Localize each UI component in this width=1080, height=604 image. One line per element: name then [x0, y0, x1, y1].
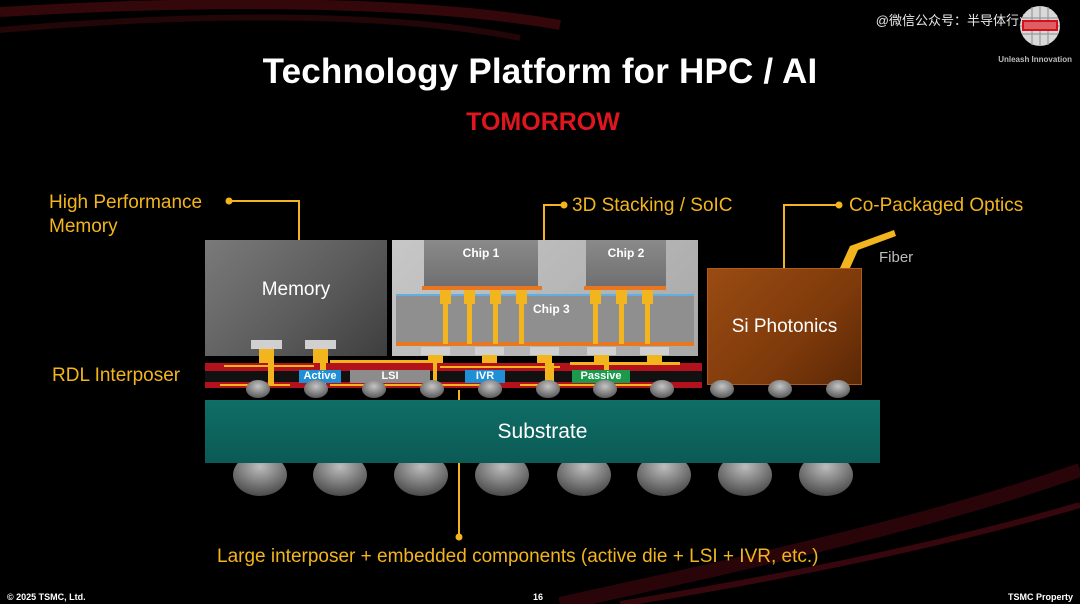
chip-2-label: Chip 2	[607, 246, 645, 260]
logo-tagline: Unleash Innovation	[998, 55, 1072, 64]
embedded-active: Active	[299, 370, 341, 383]
callout-hbm-line2: Memory	[49, 216, 118, 237]
slide-title: Technology Platform for HPC / AI	[262, 52, 818, 91]
substrate-label: Substrate	[497, 419, 588, 443]
memory-block: Memory	[205, 240, 387, 356]
callout-hbm-line1: High Performance	[49, 192, 203, 213]
footer-copyright: © 2025 TSMC, Ltd.	[7, 592, 86, 602]
si-photonics-block: Si Photonics	[707, 268, 862, 385]
substrate-block: Substrate	[205, 400, 880, 463]
callout-rdl-interposer: RDL Interposer	[52, 365, 181, 386]
chip-1-label: Chip 1	[462, 246, 500, 260]
footer-property: TSMC Property	[1007, 592, 1073, 602]
chip-2: Chip 2	[586, 240, 666, 286]
embedded-passive: Passive	[572, 370, 630, 383]
soic-internals	[396, 286, 694, 346]
fiber-label: Fiber	[879, 249, 914, 266]
fiber-icon	[840, 230, 896, 268]
callout-co-packaged-optics: Co-Packaged Optics	[849, 195, 1024, 216]
si-photonics-label: Si Photonics	[731, 315, 838, 337]
footer-page-number: 16	[533, 592, 544, 602]
tsmc-logo-icon	[1020, 6, 1060, 46]
embedded-lsi: LSI	[350, 370, 430, 383]
memory-label: Memory	[261, 279, 331, 300]
callout-interposer-note: Large interposer + embedded components (…	[217, 546, 819, 567]
callout-hbm: High Performance Memory	[49, 191, 202, 239]
chip-3-label: Chip 3	[533, 302, 570, 316]
callout-3d-stacking: 3D Stacking / SoIC	[572, 195, 733, 216]
watermark-text: @微信公众号：半导体行业观察	[875, 13, 1058, 28]
chip-1: Chip 1	[424, 240, 538, 286]
embedded-ivr: IVR	[465, 370, 505, 383]
slide-subtitle: TOMORROW	[466, 108, 620, 136]
